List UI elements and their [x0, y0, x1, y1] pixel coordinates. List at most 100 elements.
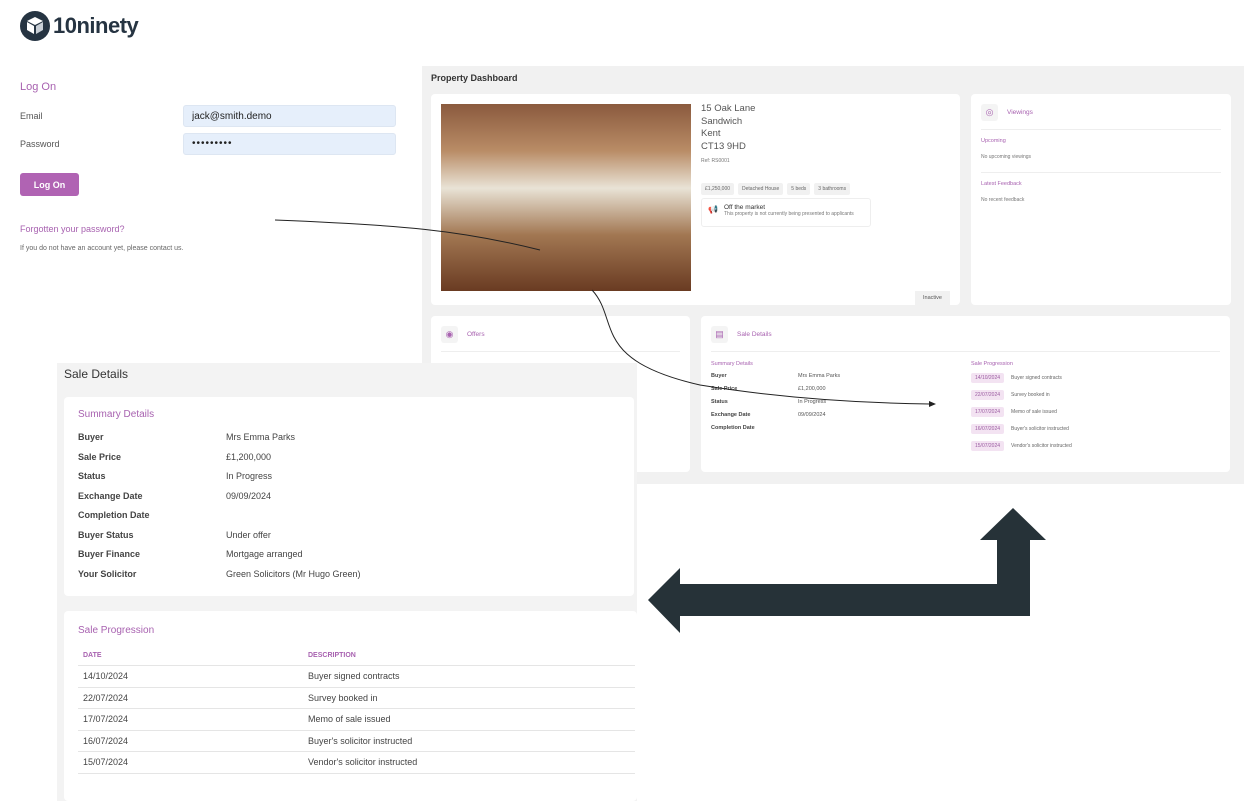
forgot-password-link[interactable]: Forgotten your password?: [20, 224, 125, 234]
summary-value: £1,200,000: [226, 451, 272, 462]
property-ref: Ref: RS0001: [701, 158, 730, 164]
email-input[interactable]: [183, 105, 396, 127]
summary-label: Sale Price: [78, 451, 122, 462]
detail-title: Sale Details: [64, 367, 129, 381]
logo-text: 10ninety: [53, 13, 139, 38]
feedback-label: Latest Feedback: [981, 181, 1022, 187]
col-description: DESCRIPTION: [303, 646, 635, 666]
summary-value: Mrs Emma Parks: [226, 432, 296, 442]
summary-row: Buyer Finance Mortgage arranged: [78, 549, 620, 559]
summary-row: Exchange Date 09/09/2024: [711, 412, 971, 418]
address-line: CT13 9HD: [701, 140, 746, 152]
viewings-icon: ◎: [981, 104, 998, 121]
progression-row: 22/07/2024 Survey booked in: [971, 390, 1072, 400]
progression-desc: Buyer signed contracts: [1011, 375, 1062, 381]
summary-value: Mrs Emma Parks: [798, 373, 841, 379]
address-line: Kent: [701, 128, 721, 139]
summary-label: Completion Date: [711, 425, 755, 431]
chip-baths: 3 bathrooms: [814, 183, 851, 195]
summary-label: Buyer Finance: [78, 549, 141, 559]
progression-desc: Vendor's solicitor instructed: [1011, 443, 1072, 449]
summary-value: In Progress: [798, 399, 827, 405]
address-line: 15 Oak Lane: [701, 103, 756, 114]
progression-title: Sale Progression: [971, 361, 1013, 367]
summary-label: Buyer Status: [78, 529, 134, 540]
password-input[interactable]: •••••••••: [183, 133, 396, 155]
progression-title: Sale Progression: [78, 625, 155, 636]
summary-value: 09/09/2024: [798, 412, 826, 418]
summary-value: In Progress: [226, 471, 273, 481]
chip-beds: 5 beds: [787, 183, 811, 195]
summary-label: Exchange Date: [711, 412, 751, 418]
dashboard-title: Property Dashboard: [431, 73, 518, 83]
progression-desc: Memo of sale issued: [303, 708, 635, 731]
summary-value: Under offer: [226, 529, 271, 540]
chip-type: Detached House: [738, 183, 784, 195]
progression-date: 22/07/2024: [971, 390, 1005, 400]
upcoming-label: Upcoming: [981, 138, 1006, 144]
feedback-text: No recent feedback: [981, 197, 1025, 203]
summary-value: 09/09/2024: [226, 490, 272, 501]
logo-cube-icon: [20, 11, 50, 41]
progression-date: 14/10/2024: [971, 373, 1005, 383]
summary-value: Green Solicitors (Mr Hugo Green): [226, 568, 361, 579]
offers-icon: ◉: [441, 326, 458, 343]
viewings-card: ◎Viewings Upcoming No upcoming viewings …: [971, 94, 1231, 305]
summary-row: Exchange Date 09/09/2024: [78, 491, 620, 501]
email-label: Email: [20, 111, 43, 121]
progression-row: 14/10/2024 Buyer signed contracts: [971, 373, 1072, 383]
progression-date: 22/07/2024: [78, 687, 303, 709]
sale-details-icon: ▤: [711, 326, 728, 343]
curve-arrow-line: [274, 219, 541, 251]
summary-value: Mortgage arranged: [226, 549, 303, 559]
summary-label: Buyer: [78, 432, 104, 442]
progression-date: 16/07/2024: [971, 424, 1005, 434]
log-on-button[interactable]: Log On: [20, 173, 79, 196]
summary-label: Exchange Date: [78, 490, 143, 501]
market-desc: This property is not currently being pre…: [724, 211, 854, 217]
progression-date: 15/07/2024: [971, 441, 1005, 451]
progression-desc: Buyer's solicitor instructed: [303, 730, 635, 752]
summary-label: Completion Date: [78, 510, 150, 520]
progression-desc: Survey booked in: [303, 687, 635, 709]
progression-date: 17/07/2024: [78, 708, 303, 731]
progression-desc: Survey booked in: [1011, 392, 1050, 398]
logo[interactable]: 10ninety: [20, 11, 139, 41]
progression-desc: Buyer's solicitor instructed: [1011, 426, 1069, 432]
no-account-text: If you do not have an account yet, pleas…: [20, 245, 184, 252]
curve-arrow-line: [591, 289, 931, 405]
progression-row: 16/07/2024 Buyer's solicitor instructed: [971, 424, 1072, 434]
arrowhead-icon: [929, 401, 936, 407]
market-title: Off the market: [724, 204, 766, 211]
progression-row: 17/07/2024 Memo of sale issued: [971, 407, 1072, 417]
summary-value: £1,200,000: [798, 386, 826, 392]
megaphone-icon: 📢: [708, 205, 718, 214]
market-status-box: 📢 Off the market This property is not cu…: [701, 198, 871, 227]
progression-desc: Buyer signed contracts: [303, 665, 635, 688]
summary-row: Completion Date: [711, 425, 971, 431]
progression-desc: Vendor's solicitor instructed: [303, 751, 635, 774]
big-bent-arrow-icon: [648, 508, 1046, 633]
sale-details-title: Sale Details: [737, 331, 772, 338]
progression-date: 15/07/2024: [78, 751, 303, 774]
progression-desc: Memo of sale issued: [1011, 409, 1057, 415]
offers-title: Offers: [467, 331, 485, 338]
progression-date: 17/07/2024: [971, 407, 1005, 417]
summary-title: Summary Details: [711, 361, 753, 367]
password-label: Password: [20, 139, 60, 149]
progression-row: 15/07/2024 Vendor's solicitor instructed: [971, 441, 1072, 451]
